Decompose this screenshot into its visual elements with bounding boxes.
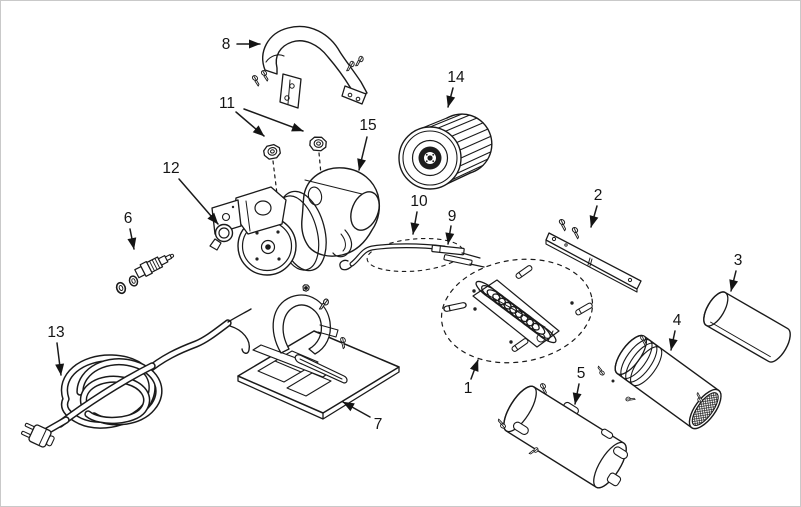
leader-arrow — [446, 87, 456, 108]
leader-arrow — [243, 108, 304, 132]
part-number-label: 13 — [47, 324, 64, 341]
cord-plug — [20, 422, 55, 448]
stand-loop — [272, 294, 332, 355]
part-15-motor-assembly — [211, 152, 381, 276]
leader-arrow — [342, 401, 371, 418]
part-7-stand-base — [237, 284, 400, 420]
part-number-label: 9 — [448, 208, 457, 225]
callout-1: 1 — [464, 359, 479, 397]
leader-arrow — [357, 136, 368, 171]
part-8-handle-bracket — [249, 25, 368, 109]
callout-9: 9 — [445, 208, 457, 245]
part-2-mounting-bar — [545, 217, 642, 293]
leader-arrow — [410, 211, 420, 235]
leader-arrow — [469, 359, 479, 380]
outlet-opening — [350, 191, 380, 231]
leader-arrow — [55, 342, 65, 376]
part-number-label: 2 — [594, 187, 603, 204]
alignment-dash — [272, 160, 278, 195]
part-14-blower-wheel — [398, 113, 493, 190]
hex-fastener — [302, 284, 310, 292]
part-number-label: 15 — [359, 117, 376, 134]
callout-11: 11 — [219, 95, 304, 137]
leader-arrow — [235, 111, 265, 137]
callout-6: 6 — [124, 210, 137, 250]
blower-housing — [301, 167, 381, 257]
callout-7: 7 — [342, 401, 383, 433]
leader-arrow — [178, 178, 219, 225]
callout-2: 2 — [589, 187, 603, 228]
part-4-screen-tube — [594, 334, 722, 430]
callout-8: 8 — [222, 36, 261, 53]
part-number-label: 5 — [577, 365, 586, 382]
callout-3: 3 — [729, 252, 743, 292]
part-number-label: 8 — [222, 36, 231, 53]
bracket-foot — [279, 73, 302, 109]
part-number-label: 14 — [447, 69, 465, 86]
part-10-lead-wires — [339, 237, 485, 273]
leader-arrow — [589, 205, 599, 228]
leader-arrow — [729, 270, 739, 292]
callouts: 8 11 15 14 12 6 — [47, 36, 742, 433]
wheel-fins — [413, 113, 493, 189]
leader-arrow — [445, 225, 455, 245]
wire-terminal — [443, 254, 473, 266]
artwork: 8 11 15 14 12 6 — [20, 25, 791, 489]
part-number-label: 1 — [464, 380, 473, 397]
leader-arrow — [668, 330, 678, 351]
leader-arrow — [572, 383, 582, 405]
callout-14: 14 — [446, 69, 465, 108]
dashed-outline — [440, 258, 594, 364]
part-number-label: 10 — [410, 193, 428, 210]
cord-wire — [227, 308, 252, 323]
part-6-thermostat — [114, 253, 175, 296]
callout-4: 4 — [668, 312, 682, 351]
callout-10: 10 — [410, 193, 428, 235]
part-number-label: 11 — [219, 95, 235, 112]
callout-13: 13 — [47, 324, 65, 376]
part-number-label: 12 — [162, 160, 179, 177]
callout-5: 5 — [572, 365, 586, 405]
callout-12: 12 — [162, 160, 219, 225]
alignment-dash — [318, 152, 323, 186]
part-1-heating-element — [440, 258, 594, 364]
callout-15: 15 — [357, 117, 377, 171]
part-13-power-cord — [20, 308, 252, 448]
wire-terminal — [431, 244, 465, 256]
mesh-screen — [691, 392, 719, 426]
part-number-label: 6 — [124, 210, 133, 227]
part-number-label: 3 — [734, 252, 743, 269]
part-number-label: 4 — [673, 312, 682, 329]
part-5-barrel-housing — [495, 379, 636, 489]
part-12-bushing — [209, 223, 234, 251]
part-3-nozzle-tube — [703, 291, 791, 363]
part-number-label: 7 — [374, 416, 383, 433]
cord-wire — [229, 325, 250, 354]
leader-arrow — [127, 228, 137, 250]
